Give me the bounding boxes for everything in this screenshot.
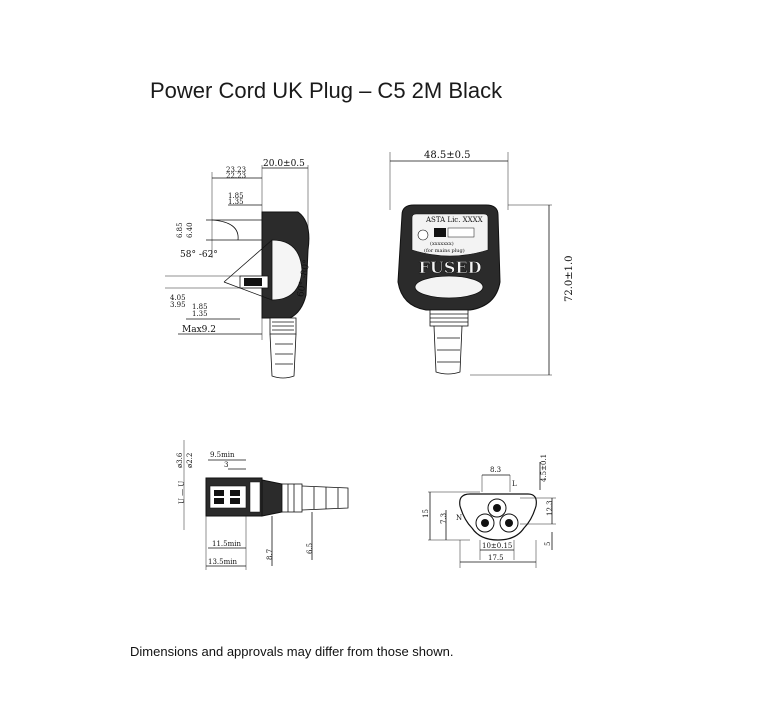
dim-pin-lower-h-a: 1.85 xyxy=(192,303,208,311)
dim-123: 12.3 xyxy=(546,500,554,516)
dim-pin-upper-b: 1.35 xyxy=(228,198,244,206)
dim-top-pair-b: 22.23 xyxy=(226,172,246,180)
connector-side-view: ø3.6 ø2.2 U — U 9.5min 3 11.5min 13.5min… xyxy=(176,440,349,570)
dim-65: 6.5 xyxy=(306,543,314,554)
label-u-u: U — U xyxy=(178,481,186,504)
dim-max: Max9.2 xyxy=(182,325,216,335)
fuse-rating-icon xyxy=(434,228,446,237)
dim-top-width: 20.0±0.5 xyxy=(263,159,305,169)
dim-angle-left: 58° -62° xyxy=(180,250,218,260)
plug-front-view: 48.5±0.5 72.0±1.0 ASTA Lic. XXXX (xxxxxx… xyxy=(389,150,575,376)
dim-pin-height-b: 6.40 xyxy=(186,222,194,238)
dim-175: 17.5 xyxy=(488,554,504,562)
label-n: N xyxy=(456,514,462,522)
dim-pin-upper-a: 1.85 xyxy=(228,192,244,200)
dim-135: 13.5min xyxy=(208,558,237,566)
page-title: Power Cord UK Plug – C5 2M Black xyxy=(150,78,503,103)
approval-mark-icon xyxy=(417,229,429,241)
dim-83: 8.3 xyxy=(490,466,501,474)
dim-5: 5 xyxy=(544,542,552,546)
dim-3: 3 xyxy=(224,461,228,469)
dim-front-height: 72.0±1.0 xyxy=(564,255,575,302)
dim-d22: ø2.2 xyxy=(186,453,194,468)
dim-top-pair-a: 23.23 xyxy=(226,166,246,174)
plug-side-view: 23.23 22.23 20.0±0.5 1.85 1.35 6.85 6.40… xyxy=(165,159,313,379)
dim-front-width: 48.5±0.5 xyxy=(424,150,471,161)
front-lic-label: ASTA Lic. XXXX xyxy=(425,216,483,224)
dim-pin-lower-v-a: 4.05 xyxy=(170,294,186,302)
dim-d36: ø3.6 xyxy=(176,452,184,468)
connector-face-view: 8.3 4.5±0.1 15 7.3 N L 12.3 5 10±0.15 xyxy=(422,454,556,568)
dim-15: 15 xyxy=(422,509,430,518)
front-ratings-label: (xxxxxxx) xyxy=(430,240,454,247)
dim-73: 7.3 xyxy=(440,513,448,524)
dim-pin-height-a: 6.85 xyxy=(176,222,184,238)
disclaimer-footnote: Dimensions and approvals may differ from… xyxy=(130,644,454,659)
front-note-label: (for mains plug) xyxy=(424,247,465,254)
dim-pin-lower-v-b: 3.95 xyxy=(170,301,186,309)
dim-45: 4.5±0.1 xyxy=(540,454,548,482)
dim-95: 9.5min xyxy=(210,451,235,459)
dim-10: 10±0.15 xyxy=(482,542,512,550)
dim-pin-lower-h-b: 1.35 xyxy=(192,310,208,318)
label-l: L xyxy=(512,480,517,488)
dim-115: 11.5min xyxy=(212,540,241,548)
fused-label: FUSED xyxy=(419,258,482,277)
dim-87: 8.7 xyxy=(266,549,274,560)
